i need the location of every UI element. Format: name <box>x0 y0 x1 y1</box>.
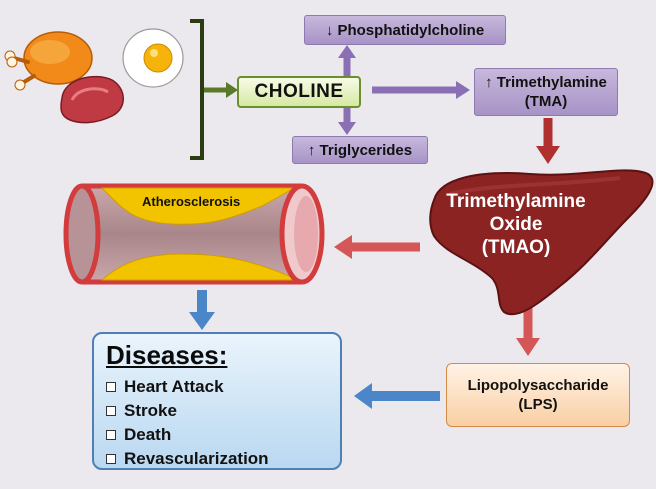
disease-label: Stroke <box>124 401 177 420</box>
disease-item: Revascularization <box>106 447 340 471</box>
tma-line-2: (TMA) <box>524 93 568 110</box>
checkbox-icon <box>106 454 116 464</box>
tmao-line-3: (TMAO) <box>481 237 551 258</box>
diseases-box: Diseases: Heart Attack Stroke Death Reva… <box>92 332 342 470</box>
disease-item: Stroke <box>106 399 340 423</box>
tma-line-1: ↑ Trimethylamine <box>485 74 607 91</box>
choline-box: CHOLINE <box>237 76 361 108</box>
arrow-choline-to-tma <box>372 81 470 99</box>
disease-label: Death <box>124 425 172 444</box>
atherosclerosis-label: Atherosclerosis <box>142 194 241 209</box>
tmao-line-2: Oxide <box>489 214 543 235</box>
arrow-lps-to-diseases <box>354 383 440 409</box>
artery-illustration <box>63 183 325 285</box>
food-illustration <box>4 28 184 124</box>
tma-box: ↑ Trimethylamine (TMA) <box>474 68 618 116</box>
triglycerides-box: ↑ Triglycerides <box>292 136 428 164</box>
chicken-icon <box>4 31 93 91</box>
disease-item: Death <box>106 423 340 447</box>
liver-icon <box>429 169 654 316</box>
lps-box: Lipopolysaccharide (LPS) <box>446 363 630 427</box>
arrow-choline-to-phosphatidylcholine <box>338 45 356 78</box>
arrow-tma-to-tmao <box>536 118 560 164</box>
diseases-title: Diseases: <box>106 340 228 370</box>
tmao-label: Trimethylamine Oxide (TMAO) <box>436 190 596 259</box>
checkbox-icon <box>106 430 116 440</box>
egg-icon <box>122 28 184 88</box>
lps-line-2: (LPS) <box>518 396 558 413</box>
disease-label: Heart Attack <box>124 377 224 396</box>
disease-item: Heart Attack <box>106 375 340 399</box>
arrow-choline-to-triglycerides <box>338 104 356 135</box>
food-bracket <box>190 19 238 160</box>
checkbox-icon <box>106 382 116 392</box>
steak-icon <box>60 75 124 124</box>
disease-label: Revascularization <box>124 449 269 468</box>
tmao-line-1: Trimethylamine <box>446 191 586 212</box>
lps-line-1: Lipopolysaccharide <box>467 377 609 394</box>
arrow-atherosclerosis-to-diseases <box>189 290 215 330</box>
arrow-tmao-to-atherosclerosis <box>334 235 420 259</box>
phosphatidylcholine-box: ↓ Phosphatidylcholine <box>304 15 506 45</box>
checkbox-icon <box>106 406 116 416</box>
